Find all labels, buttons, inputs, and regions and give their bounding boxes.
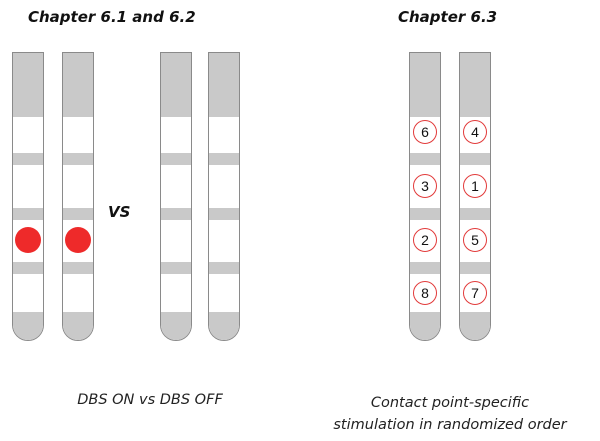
lead-on-1 — [12, 52, 44, 341]
contact-number: 6 — [413, 120, 437, 144]
lead-band — [63, 153, 93, 165]
contact-number: 5 — [463, 228, 487, 252]
lead-bottom-band — [460, 312, 490, 340]
left-panel-heading: Chapter 6.1 and 6.2 — [28, 8, 196, 26]
lead-top-band — [209, 53, 239, 117]
lead-off-1 — [160, 52, 192, 341]
lead-on-2 — [62, 52, 94, 341]
left-panel-caption: DBS ON vs DBS OFF — [77, 392, 223, 408]
lead-band — [460, 153, 490, 165]
lead-contacts-a: 6 3 2 8 — [409, 52, 441, 341]
contact-number: 7 — [463, 281, 487, 305]
lead-bottom-band — [410, 312, 440, 340]
lead-top-band — [410, 53, 440, 117]
lead-band — [161, 208, 191, 220]
active-contact-dot — [65, 227, 91, 253]
contact-number: 4 — [463, 120, 487, 144]
lead-contacts-b: 4 1 5 7 — [459, 52, 491, 341]
lead-band — [460, 208, 490, 220]
contact-number: 3 — [413, 174, 437, 198]
lead-band — [209, 262, 239, 274]
lead-band — [209, 153, 239, 165]
lead-top-band — [161, 53, 191, 117]
lead-top-band — [13, 53, 43, 117]
lead-band — [13, 153, 43, 165]
lead-band — [161, 153, 191, 165]
lead-top-band — [63, 53, 93, 117]
right-panel-caption-line2: stimulation in randomized order — [333, 417, 567, 433]
lead-bottom-band — [161, 312, 191, 340]
contact-number: 1 — [463, 174, 487, 198]
contact-number: 8 — [413, 281, 437, 305]
lead-band — [410, 262, 440, 274]
lead-off-2 — [208, 52, 240, 341]
lead-bottom-band — [13, 312, 43, 340]
right-panel-heading: Chapter 6.3 — [398, 8, 498, 26]
lead-band — [410, 208, 440, 220]
right-panel-caption-line1: Contact point-specific — [370, 395, 530, 411]
lead-band — [63, 208, 93, 220]
lead-band — [63, 262, 93, 274]
lead-band — [161, 262, 191, 274]
vs-label: VS — [108, 203, 131, 221]
active-contact-dot — [15, 227, 41, 253]
lead-bottom-band — [209, 312, 239, 340]
lead-band — [460, 262, 490, 274]
contact-number: 2 — [413, 228, 437, 252]
lead-band — [209, 208, 239, 220]
lead-bottom-band — [63, 312, 93, 340]
lead-band — [13, 208, 43, 220]
lead-band — [13, 262, 43, 274]
lead-band — [410, 153, 440, 165]
lead-top-band — [460, 53, 490, 117]
